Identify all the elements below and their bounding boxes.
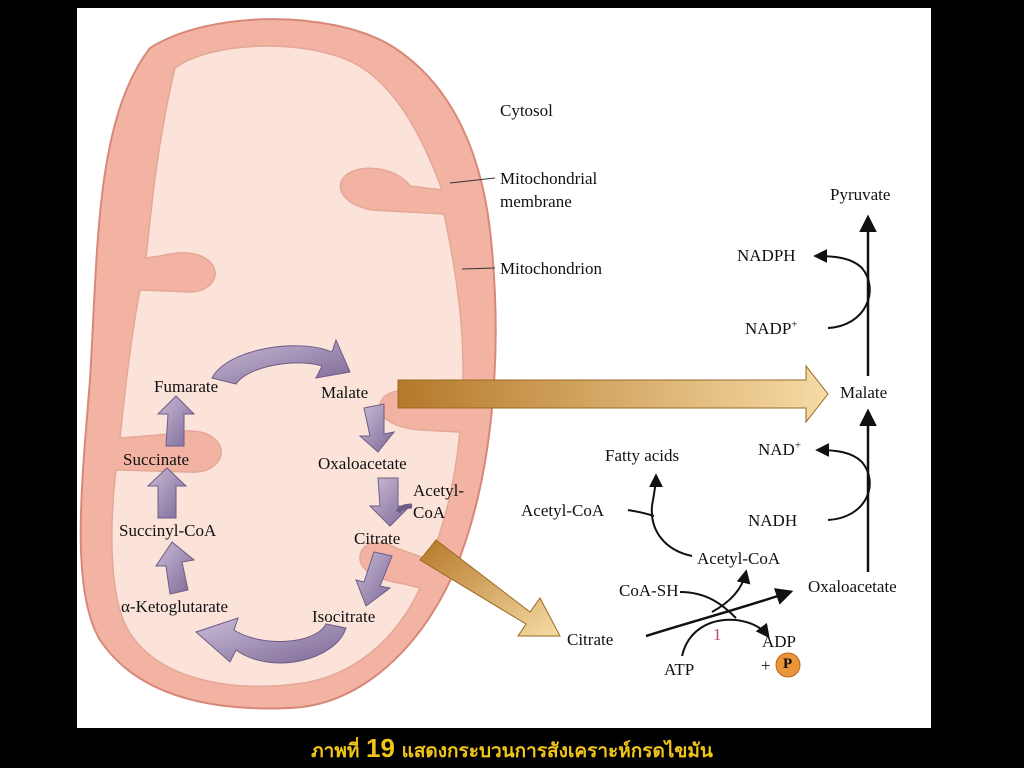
label-nadh: NADH xyxy=(748,511,798,530)
arrow-citrate-oxaloacetate xyxy=(645,588,794,638)
label-fumarate: Fumarate xyxy=(154,377,219,396)
label-nad: NAD+ xyxy=(758,439,802,459)
label-atp: ATP xyxy=(664,660,695,679)
cycle-arrow-malate-oxaloacetate xyxy=(358,403,396,453)
label-succinyl-coa: Succinyl-CoA xyxy=(119,521,217,540)
label-oxaloacetate-cytosol: Oxaloacetate xyxy=(808,577,897,596)
cycle-arrow-succinylcoa-succinate xyxy=(146,467,188,519)
label-enzyme-number: 1 xyxy=(713,625,722,644)
phosphate-circle xyxy=(775,652,801,678)
label-malate-mito: Malate xyxy=(321,383,369,402)
label-pyruvate: Pyruvate xyxy=(830,185,891,204)
label-coa-sh: CoA-SH xyxy=(619,581,679,600)
label-mito-membrane-1: Mitochondrial xyxy=(500,169,598,188)
label-citrate-mito: Citrate xyxy=(354,529,401,548)
label-oxaloacetate-mito: Oxaloacetate xyxy=(318,454,407,473)
mitochondrion-matrix xyxy=(111,45,464,688)
transport-arrow-citrate xyxy=(419,539,561,637)
cycle-arrow-oxaloacetate-citrate xyxy=(368,477,412,527)
cycle-arrow-succinate-fumarate xyxy=(156,395,196,447)
label-succinate: Succinate xyxy=(123,450,190,469)
label-plus: + xyxy=(761,656,771,675)
label-acetyl-coa-product: Acetyl-CoA xyxy=(697,549,781,568)
cycle-arrow-fumarate-malate xyxy=(211,338,351,385)
label-citrate-cytosol: Citrate xyxy=(567,630,614,649)
label-alpha-ketoglutarate: α-Ketoglutarate xyxy=(121,597,229,616)
label-fatty-acids: Fatty acids xyxy=(605,446,680,465)
cycle-arrow-ketoglutarate-succinylcoa xyxy=(155,541,196,595)
label-adp: ADP xyxy=(762,632,797,651)
caption-prefix: ภาพที่ xyxy=(311,740,360,762)
figure-caption: ภาพที่ 19 แสดงกระบวนการสังเคราะห์กรดไขมั… xyxy=(0,733,1024,766)
cycle-arrow-citrate-isocitrate xyxy=(355,551,393,607)
cycle-arrow-isocitrate-ketoglutarate xyxy=(195,617,347,664)
label-mito-membrane-2: membrane xyxy=(500,192,572,211)
label-mitochondrion: Mitochondrion xyxy=(500,259,602,278)
label-cytosol: Cytosol xyxy=(500,101,553,120)
caption-number: 19 xyxy=(366,733,395,763)
caption-text: แสดงกระบวนการสังเคราะห์กรดไขมัน xyxy=(401,740,713,762)
label-malate-cytosol: Malate xyxy=(840,383,888,402)
label-acetyl-coa-input: Acetyl-CoA xyxy=(521,501,605,520)
label-nadph: NADPH xyxy=(737,246,796,265)
label-acetyl-2: CoA xyxy=(413,503,446,522)
label-nadp: NADP+ xyxy=(745,318,798,338)
label-isocitrate: Isocitrate xyxy=(312,607,376,626)
label-acetyl-1: Acetyl- xyxy=(413,481,464,500)
label-phosphate: P xyxy=(783,656,793,672)
transport-arrow-malate xyxy=(397,364,829,424)
